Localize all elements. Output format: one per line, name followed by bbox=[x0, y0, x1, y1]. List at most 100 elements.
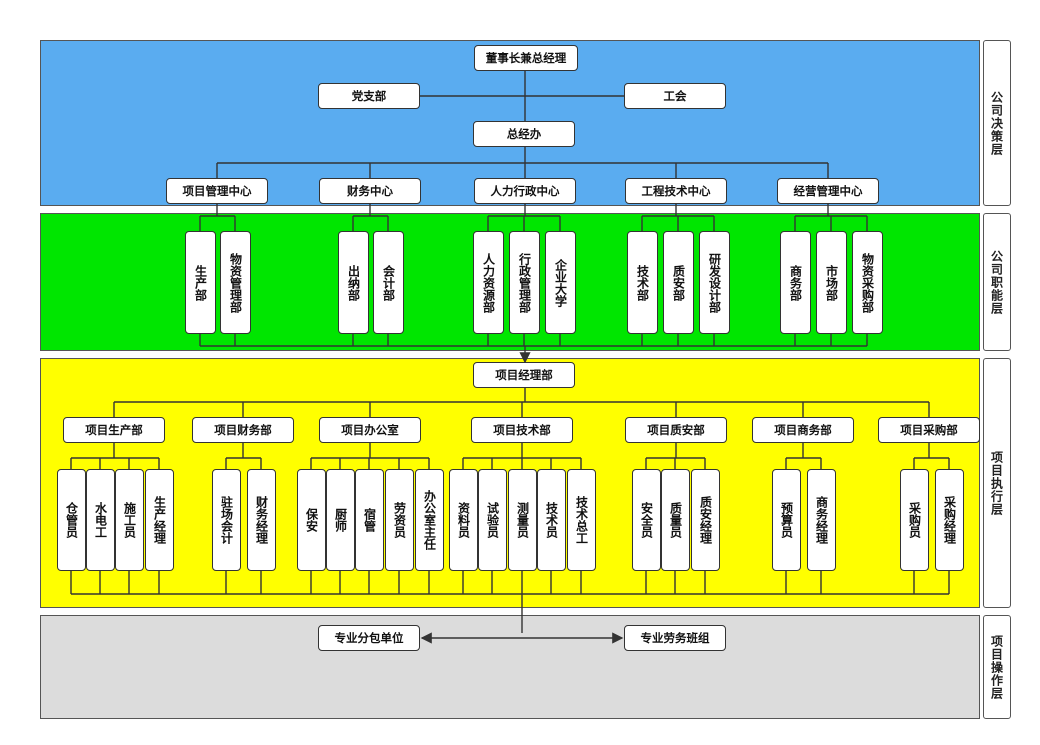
decision-layer-label: 公司决策层 bbox=[983, 40, 1011, 206]
project-unit-node-label: 项目采购部 bbox=[900, 423, 958, 437]
general-office-node: 总经办 bbox=[473, 121, 575, 147]
role-node-label: 劳资员 bbox=[392, 502, 407, 538]
role-node-label: 质安经理 bbox=[698, 496, 713, 544]
department-node: 技术部 bbox=[626, 231, 658, 334]
department-node: 物资管理部 bbox=[219, 231, 251, 334]
project-unit-node-label: 项目质安部 bbox=[647, 423, 705, 437]
department-node-label: 出纳部 bbox=[346, 264, 361, 301]
project-unit-node: 项目财务部 bbox=[192, 417, 294, 443]
role-node: 资料员 bbox=[448, 469, 478, 571]
department-node: 市场部 bbox=[815, 231, 847, 334]
center-node-label: 人力行政中心 bbox=[490, 184, 560, 198]
department-node: 研发设计部 bbox=[698, 231, 730, 334]
party-branch-label: 党支部 bbox=[351, 89, 387, 103]
role-node: 预算员 bbox=[771, 469, 801, 571]
union-node: 工会 bbox=[624, 83, 726, 109]
role-node-label: 厨师 bbox=[333, 508, 348, 532]
role-node-label: 试验员 bbox=[485, 502, 500, 538]
department-node-label: 行政管理部 bbox=[517, 252, 532, 313]
role-node: 商务经理 bbox=[806, 469, 836, 571]
role-node-label: 施工员 bbox=[122, 502, 137, 538]
functional-layer-label: 公司职能层 bbox=[983, 213, 1011, 351]
role-node-label: 技术总工 bbox=[574, 496, 589, 544]
role-node-label: 商务经理 bbox=[814, 496, 829, 544]
role-node: 生产经理 bbox=[144, 469, 174, 571]
project-manager-dept-node: 项目经理部 bbox=[473, 362, 575, 388]
department-node-label: 物资采购部 bbox=[860, 252, 875, 313]
role-node: 水电工 bbox=[85, 469, 115, 571]
center-node: 项目管理中心 bbox=[166, 178, 268, 204]
department-node-label: 商务部 bbox=[788, 264, 803, 301]
center-node: 工程技术中心 bbox=[625, 178, 727, 204]
union-label: 工会 bbox=[663, 89, 687, 103]
subcontract-unit-node: 专业分包单位 bbox=[318, 625, 420, 651]
department-node: 行政管理部 bbox=[508, 231, 540, 334]
role-node: 技术总工 bbox=[566, 469, 596, 571]
party-branch-node: 党支部 bbox=[318, 83, 420, 109]
project-unit-node: 项目办公室 bbox=[319, 417, 421, 443]
department-node-label: 物资管理部 bbox=[228, 252, 243, 313]
role-node: 技术员 bbox=[536, 469, 566, 571]
center-node: 经营管理中心 bbox=[777, 178, 879, 204]
role-node-label: 测量员 bbox=[515, 502, 530, 538]
role-node: 仓管员 bbox=[56, 469, 86, 571]
department-node: 人力资源部 bbox=[472, 231, 504, 334]
role-node: 财务经理 bbox=[246, 469, 276, 571]
role-node: 保安 bbox=[296, 469, 326, 571]
center-node-label: 财务中心 bbox=[347, 184, 393, 198]
department-node: 出纳部 bbox=[337, 231, 369, 334]
department-node: 生产部 bbox=[184, 231, 216, 334]
role-node-label: 宿管 bbox=[362, 508, 377, 532]
role-node: 办公室主任 bbox=[414, 469, 444, 571]
role-node-label: 质量员 bbox=[668, 502, 683, 538]
role-node: 质安经理 bbox=[690, 469, 720, 571]
role-node-label: 采购经理 bbox=[942, 496, 957, 544]
role-node: 劳资员 bbox=[384, 469, 414, 571]
labor-team-label: 专业劳务班组 bbox=[640, 631, 710, 645]
role-node-label: 保安 bbox=[304, 508, 319, 532]
department-node-label: 人力资源部 bbox=[481, 252, 496, 313]
execution-layer-label: 项目执行层 bbox=[983, 358, 1011, 608]
role-node-label: 采购员 bbox=[907, 502, 922, 538]
department-node: 物资采购部 bbox=[851, 231, 883, 334]
role-node-label: 仓管员 bbox=[64, 502, 79, 538]
project-unit-node: 项目技术部 bbox=[471, 417, 573, 443]
role-node-label: 预算员 bbox=[779, 502, 794, 538]
department-node: 会计部 bbox=[372, 231, 404, 334]
project-manager-dept-label: 项目经理部 bbox=[495, 368, 553, 382]
project-unit-node-label: 项目商务部 bbox=[774, 423, 832, 437]
department-node-label: 技术部 bbox=[635, 264, 650, 301]
operation-layer-label: 项目操作层 bbox=[983, 615, 1011, 719]
operation-layer bbox=[40, 615, 980, 719]
center-node-label: 项目管理中心 bbox=[182, 184, 252, 198]
role-node: 采购经理 bbox=[934, 469, 964, 571]
subcontract-unit-label: 专业分包单位 bbox=[334, 631, 404, 645]
project-unit-node-label: 项目财务部 bbox=[214, 423, 272, 437]
department-node: 商务部 bbox=[779, 231, 811, 334]
role-node-label: 财务经理 bbox=[254, 496, 269, 544]
project-unit-node: 项目采购部 bbox=[878, 417, 980, 443]
role-node-label: 安全员 bbox=[639, 502, 654, 538]
department-node-label: 生产部 bbox=[193, 264, 208, 301]
project-unit-node: 项目质安部 bbox=[625, 417, 727, 443]
center-node-label: 工程技术中心 bbox=[641, 184, 711, 198]
role-node: 测量员 bbox=[507, 469, 537, 571]
role-node-label: 生产经理 bbox=[152, 496, 167, 544]
chairman-label: 董事长兼总经理 bbox=[485, 51, 567, 65]
project-unit-node-label: 项目生产部 bbox=[85, 423, 143, 437]
center-node-label: 经营管理中心 bbox=[793, 184, 863, 198]
project-unit-node-label: 项目技术部 bbox=[493, 423, 551, 437]
execution-layer-label-text: 项目执行层 bbox=[989, 450, 1004, 516]
department-node-label: 市场部 bbox=[824, 264, 839, 301]
role-node: 采购员 bbox=[899, 469, 929, 571]
project-unit-node-label: 项目办公室 bbox=[341, 423, 399, 437]
role-node-label: 技术员 bbox=[544, 502, 559, 538]
operation-layer-label-text: 项目操作层 bbox=[989, 634, 1004, 700]
department-node: 企业大学 bbox=[544, 231, 576, 334]
role-node-label: 驻场会计 bbox=[219, 496, 234, 544]
role-node: 安全员 bbox=[631, 469, 661, 571]
center-node: 财务中心 bbox=[319, 178, 421, 204]
general-office-label: 总经办 bbox=[506, 127, 542, 141]
